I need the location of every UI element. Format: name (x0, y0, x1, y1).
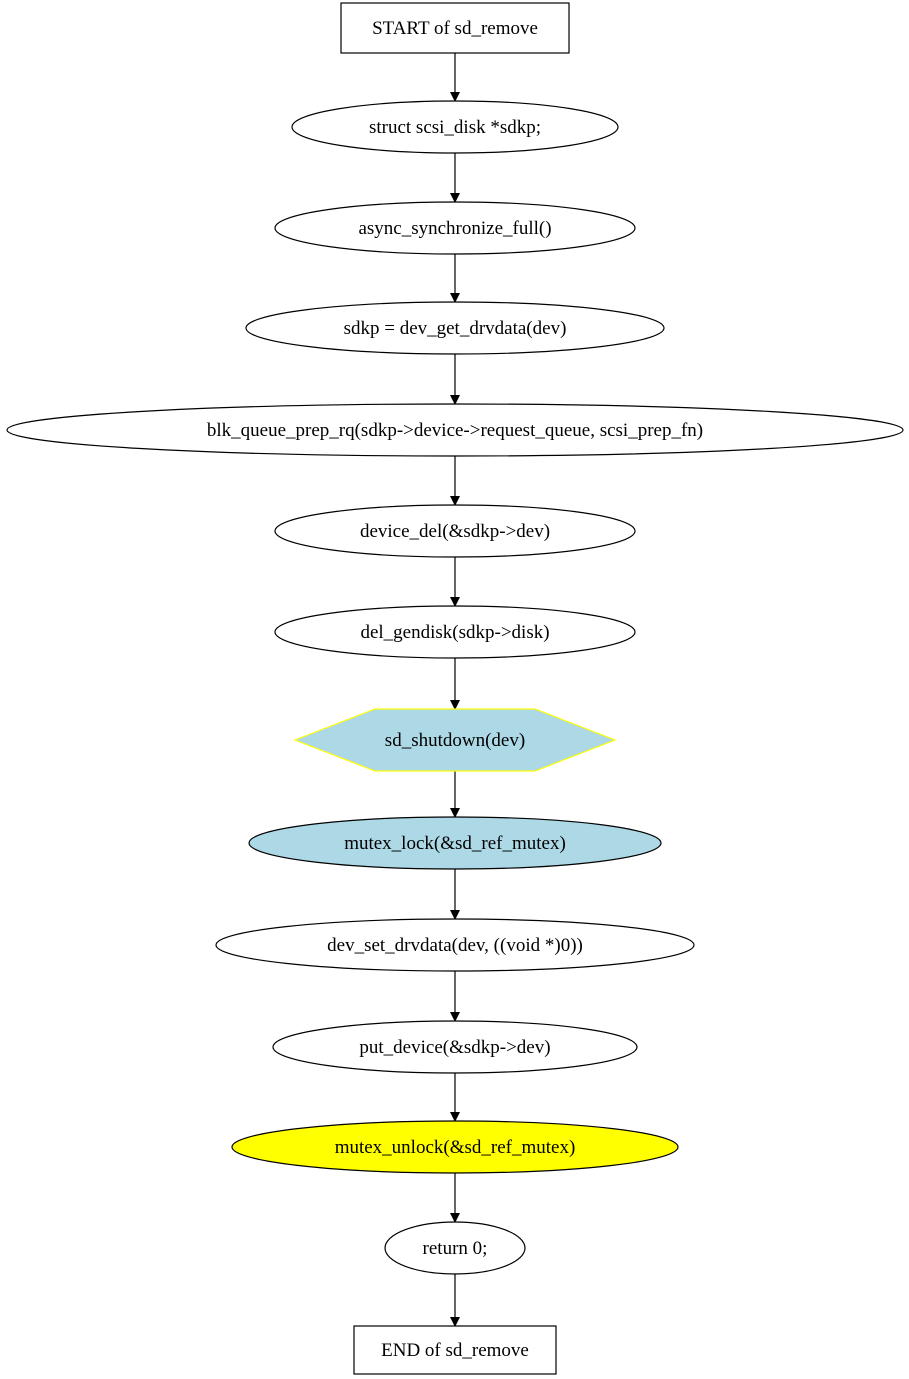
node-end: END of sd_remove (353, 1325, 557, 1375)
node-n2: async_synchronize_full() (274, 201, 636, 255)
node-ellipse (384, 1221, 526, 1275)
node-label-put-device-sdkp-dev: put_device(&sdkp->dev) (359, 1037, 550, 1058)
node-label-end-of-sd-remove: END of sd_remove (381, 1340, 529, 1361)
node-ellipse (291, 100, 619, 154)
node-label-async-synchronize-full: async_synchronize_full() (358, 218, 551, 239)
node-ellipse (6, 403, 904, 457)
node-n4: blk_queue_prep_rq(sdkp->device->request_… (6, 403, 904, 457)
node-n9: dev_set_drvdata(dev, ((void *)0)) (215, 918, 695, 972)
node-n10: put_device(&sdkp->dev) (272, 1020, 638, 1074)
node-ellipse (245, 301, 665, 355)
node-ellipse (215, 918, 695, 972)
node-ellipse (274, 605, 636, 659)
node-label-mutex-unlock-sd-ref-mutex: mutex_unlock(&sd_ref_mutex) (335, 1137, 576, 1158)
node-ellipse (231, 1120, 679, 1174)
node-label-start-of-sd-remove: START of sd_remove (372, 18, 538, 39)
node-n6: del_gendisk(sdkp->disk) (274, 605, 636, 659)
node-label-device-del-sdkp-dev: device_del(&sdkp->dev) (360, 521, 550, 542)
node-n5: device_del(&sdkp->dev) (274, 504, 636, 558)
node-hexagon (293, 708, 617, 772)
node-n7: sd_shutdown(dev) (293, 708, 617, 772)
node-label-del-gendisk-sdkp-disk: del_gendisk(sdkp->disk) (360, 622, 549, 643)
node-ellipse (274, 504, 636, 558)
node-label-return-0: return 0; (423, 1238, 488, 1259)
node-label-mutex-lock-sd-ref-mutex: mutex_lock(&sd_ref_mutex) (344, 833, 566, 854)
node-label-blk-queue-prep-rq-sdkp-device-request-qu: blk_queue_prep_rq(sdkp->device->request_… (207, 420, 703, 441)
node-ellipse (272, 1020, 638, 1074)
node-label-sd-shutdown-dev: sd_shutdown(dev) (385, 730, 525, 751)
node-n11: mutex_unlock(&sd_ref_mutex) (231, 1120, 679, 1174)
node-start: START of sd_remove (340, 2, 570, 54)
node-n3: sdkp = dev_get_drvdata(dev) (245, 301, 665, 355)
node-label-sdkp-dev-get-drvdata-dev: sdkp = dev_get_drvdata(dev) (344, 318, 567, 339)
node-ellipse (248, 816, 662, 870)
node-n12: return 0; (384, 1221, 526, 1275)
node-ellipse (274, 201, 636, 255)
node-n8: mutex_lock(&sd_ref_mutex) (248, 816, 662, 870)
node-box (340, 2, 570, 54)
node-box (353, 1325, 557, 1375)
node-n1: struct scsi_disk *sdkp; (291, 100, 619, 154)
node-label-struct-scsi-disk-sdkp: struct scsi_disk *sdkp; (369, 117, 541, 138)
node-label-dev-set-drvdata-dev-void-0: dev_set_drvdata(dev, ((void *)0)) (327, 935, 583, 956)
